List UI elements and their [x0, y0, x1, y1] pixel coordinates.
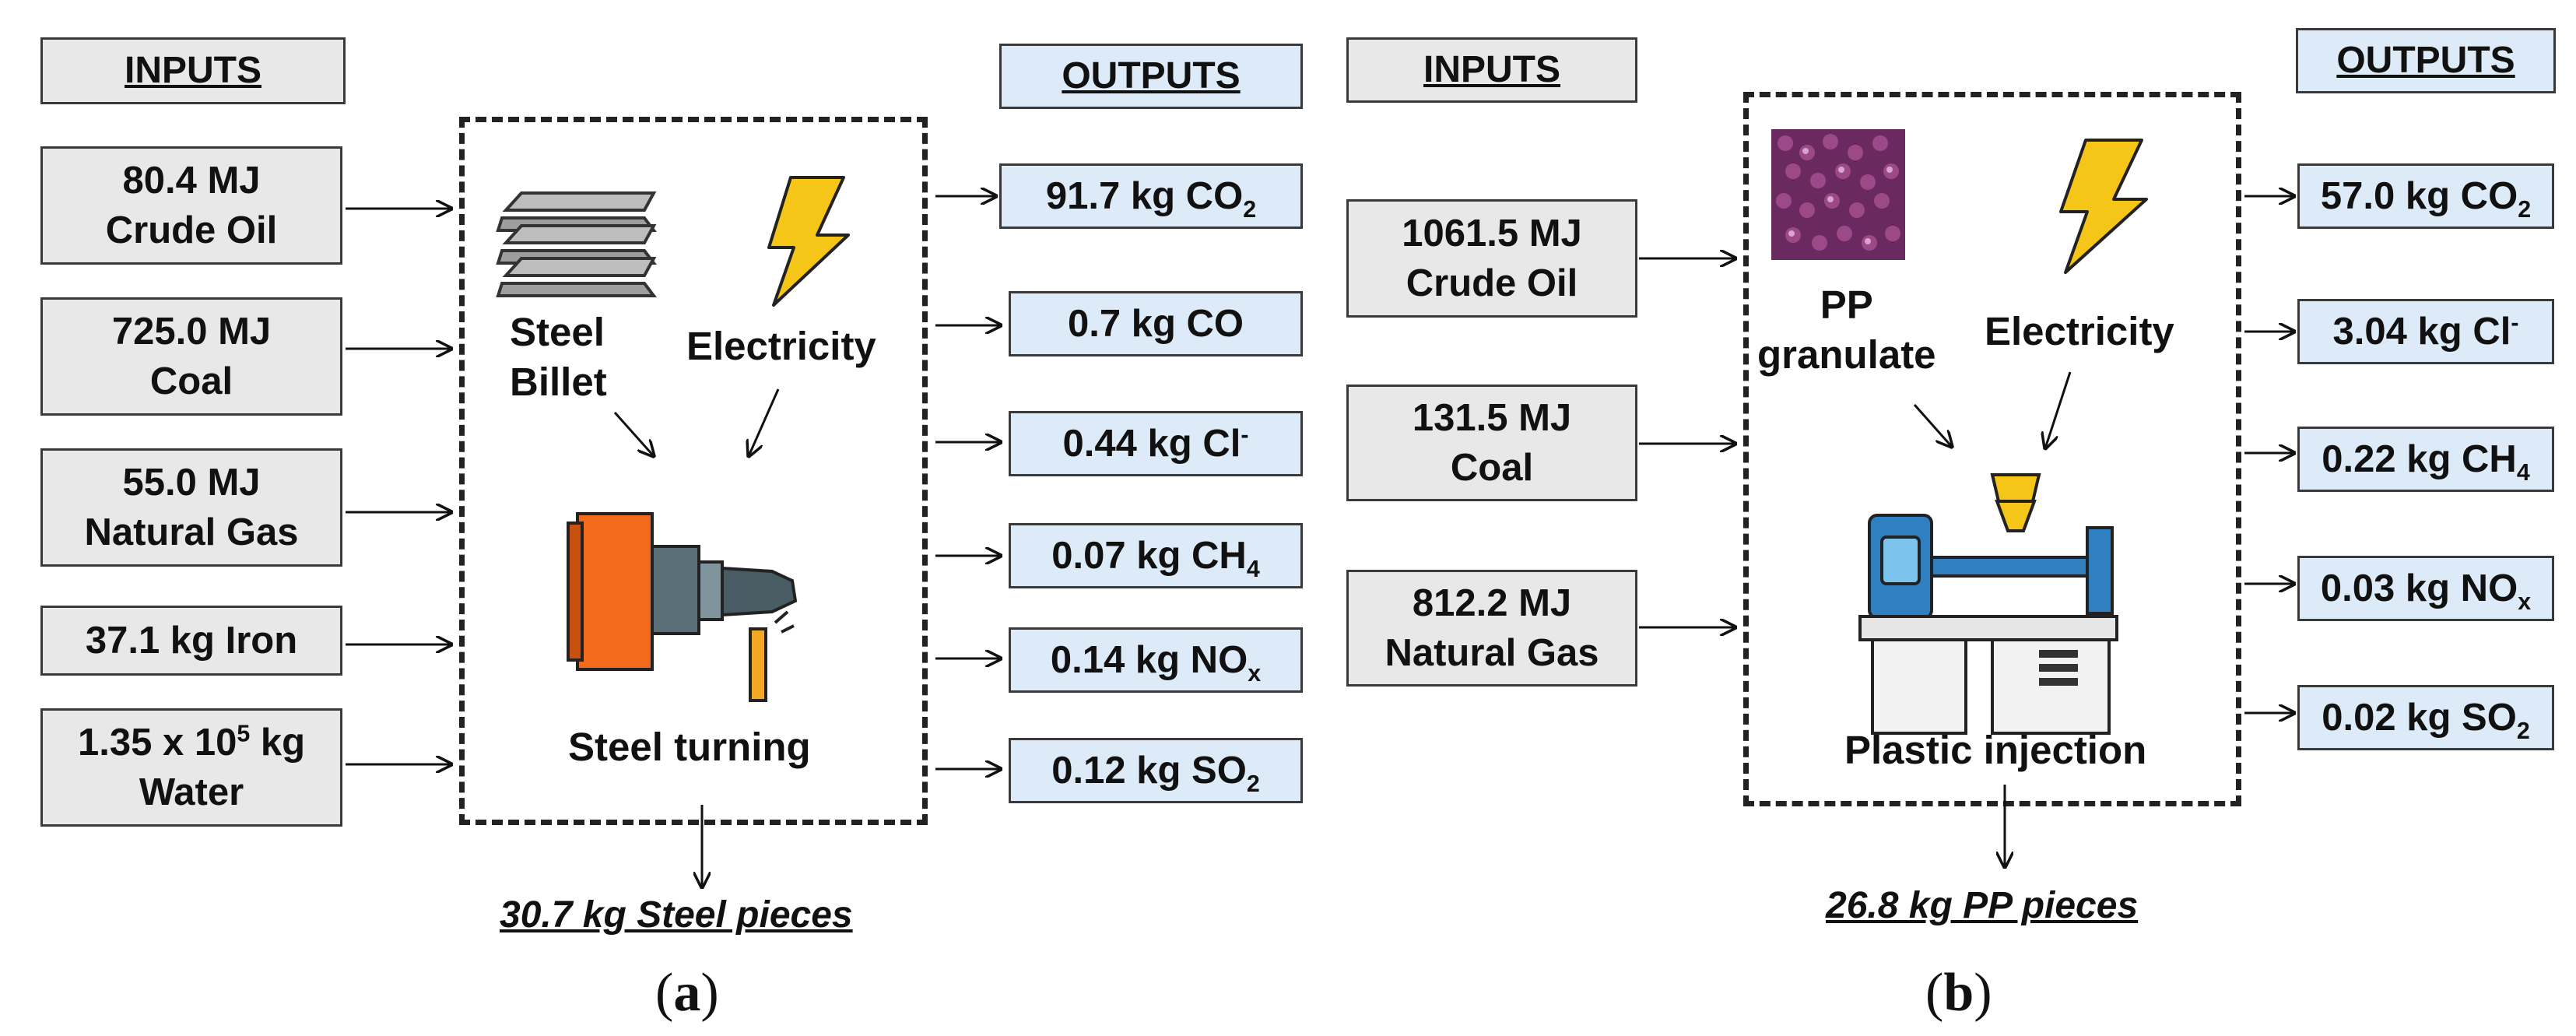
- process-label-a: Steel turning: [568, 725, 811, 769]
- input-a-water: 1.35 x 105 kg Water: [40, 708, 342, 827]
- caption-b: (b): [1925, 963, 1992, 1023]
- energy-label-b: Electricity: [1985, 309, 2174, 353]
- input-a-natural-gas: 55.0 MJ Natural Gas: [40, 448, 342, 567]
- input-b-coal: 131.5 MJ Coal: [1346, 385, 1637, 501]
- input-a-coal: 725.0 MJ Coal: [40, 297, 342, 416]
- outputs-header-b: OUTPUTS: [2296, 28, 2556, 93]
- output-a-nox: 0.14 kg NOx: [1009, 627, 1303, 693]
- caption-a: (a): [655, 963, 719, 1023]
- output-b-co2: 57.0 kg CO2: [2297, 163, 2554, 229]
- input-a-natural-gas-value: 55.0 MJ: [122, 462, 261, 504]
- input-a-crude-oil: 80.4 MJ Crude Oil: [40, 146, 342, 265]
- output-a-ch4: 0.07 kg CH4: [1009, 523, 1303, 588]
- outputs-header-a-label: OUTPUTS: [1062, 55, 1241, 97]
- energy-label-a: Electricity: [686, 324, 876, 368]
- output-a-so2: 0.12 kg SO2: [1009, 738, 1303, 803]
- process-label-b: Plastic injection: [1844, 728, 2147, 772]
- input-a-iron: 37.1 kg Iron: [40, 606, 342, 676]
- input-a-natural-gas-name: Natural Gas: [84, 511, 299, 553]
- output-b-cl: 3.04 kg Cl-: [2297, 299, 2554, 364]
- output-a-co: 0.7 kg CO: [1009, 291, 1303, 356]
- process-box-b: [1743, 92, 2241, 806]
- input-a-water-name: Water: [139, 771, 244, 813]
- input-b-natural-gas: 812.2 MJ Natural Gas: [1346, 570, 1637, 687]
- input-a-iron-value: 37.1 kg Iron: [85, 620, 298, 662]
- product-a: 30.7 kg Steel pieces: [500, 894, 853, 936]
- inputs-header-b: INPUTS: [1346, 37, 1637, 103]
- output-b-nox: 0.03 kg NOx: [2297, 556, 2554, 621]
- input-b-crude-oil: 1061.5 MJ Crude Oil: [1346, 199, 1637, 318]
- process-box-a: [459, 117, 928, 825]
- output-a-co2: 91.7 kg CO2: [999, 163, 1303, 229]
- inputs-header-a-label: INPUTS: [124, 50, 261, 91]
- inputs-header-a: INPUTS: [40, 37, 346, 104]
- input-a-crude-oil-name: Crude Oil: [105, 209, 278, 251]
- input-a-coal-name: Coal: [149, 360, 233, 402]
- output-a-cl: 0.44 kg Cl-: [1009, 411, 1303, 476]
- inputs-header-b-label: INPUTS: [1423, 49, 1560, 90]
- input-a-coal-value: 725.0 MJ: [111, 311, 272, 353]
- input-a-water-value: 1.35 x 105 kg: [77, 720, 306, 764]
- output-b-ch4: 0.22 kg CH4: [2297, 427, 2554, 492]
- input-a-crude-oil-value: 80.4 MJ: [122, 160, 261, 202]
- output-b-so2: 0.02 kg SO2: [2297, 685, 2554, 750]
- product-b: 26.8 kg PP pieces: [1826, 885, 2139, 926]
- outputs-header-b-label: OUTPUTS: [2336, 40, 2515, 81]
- outputs-header-a: OUTPUTS: [999, 44, 1303, 109]
